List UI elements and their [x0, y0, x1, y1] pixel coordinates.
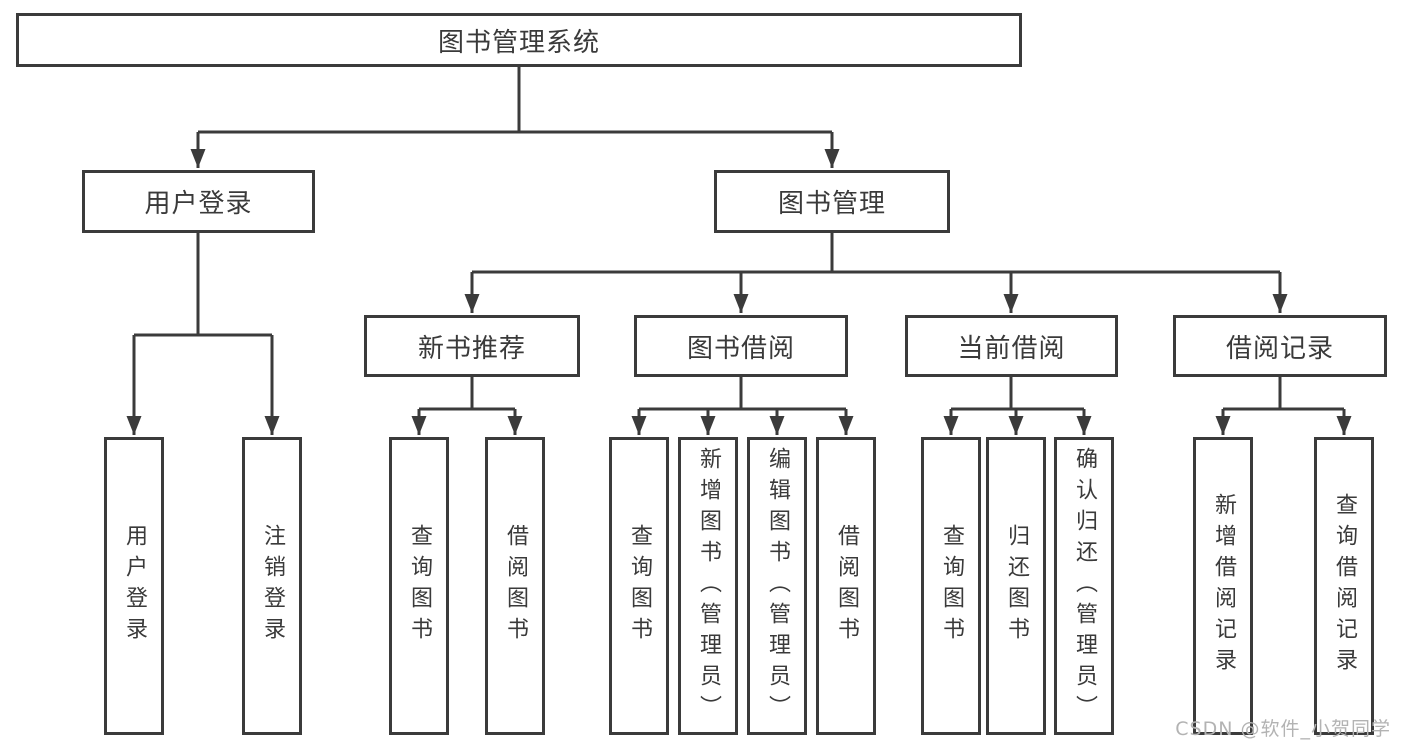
- leaf-add-book-admin: 新增图书（管理员）: [678, 437, 738, 735]
- connector-book-borrow: [639, 377, 846, 411]
- leaf-add-borrow-record: 新增借阅记录: [1193, 437, 1253, 735]
- connector-current-borrow: [951, 377, 1084, 411]
- leaf-return-book: 归还图书: [986, 437, 1046, 735]
- leaf-borrow-books: 借阅图书: [816, 437, 876, 735]
- leaf-query-borrow-record: 查询借阅记录: [1314, 437, 1374, 735]
- leaf-logout: 注销登录: [242, 437, 302, 735]
- leaf-query-books-current: 查询图书: [921, 437, 981, 735]
- node-new-book-recommend: 新书推荐: [364, 315, 580, 377]
- node-book-management: 图书管理: [714, 170, 950, 233]
- node-library-management-system: 图书管理系统: [16, 13, 1022, 67]
- connector-user-login: [134, 233, 272, 337]
- leaf-borrow-books-recommend: 借阅图书: [485, 437, 545, 735]
- leaf-query-books-recommend: 查询图书: [389, 437, 449, 735]
- leaf-user-login: 用户登录: [104, 437, 164, 735]
- leaf-query-books-borrow: 查询图书: [609, 437, 669, 735]
- node-user-login: 用户登录: [82, 170, 315, 233]
- leaf-confirm-return-admin: 确认归还（管理员）: [1054, 437, 1114, 735]
- connector-borrow-records: [1223, 377, 1344, 411]
- node-borrow-records: 借阅记录: [1173, 315, 1387, 377]
- connector-book-management: [472, 233, 1280, 274]
- leaf-edit-book-admin: 编辑图书（管理员）: [747, 437, 807, 735]
- node-book-borrow: 图书借阅: [634, 315, 848, 377]
- connector-root: [198, 66, 832, 134]
- node-current-borrow: 当前借阅: [905, 315, 1118, 377]
- connector-new-book-recommend: [419, 377, 515, 411]
- watermark: CSDN @软件_小贺同学: [1175, 718, 1391, 740]
